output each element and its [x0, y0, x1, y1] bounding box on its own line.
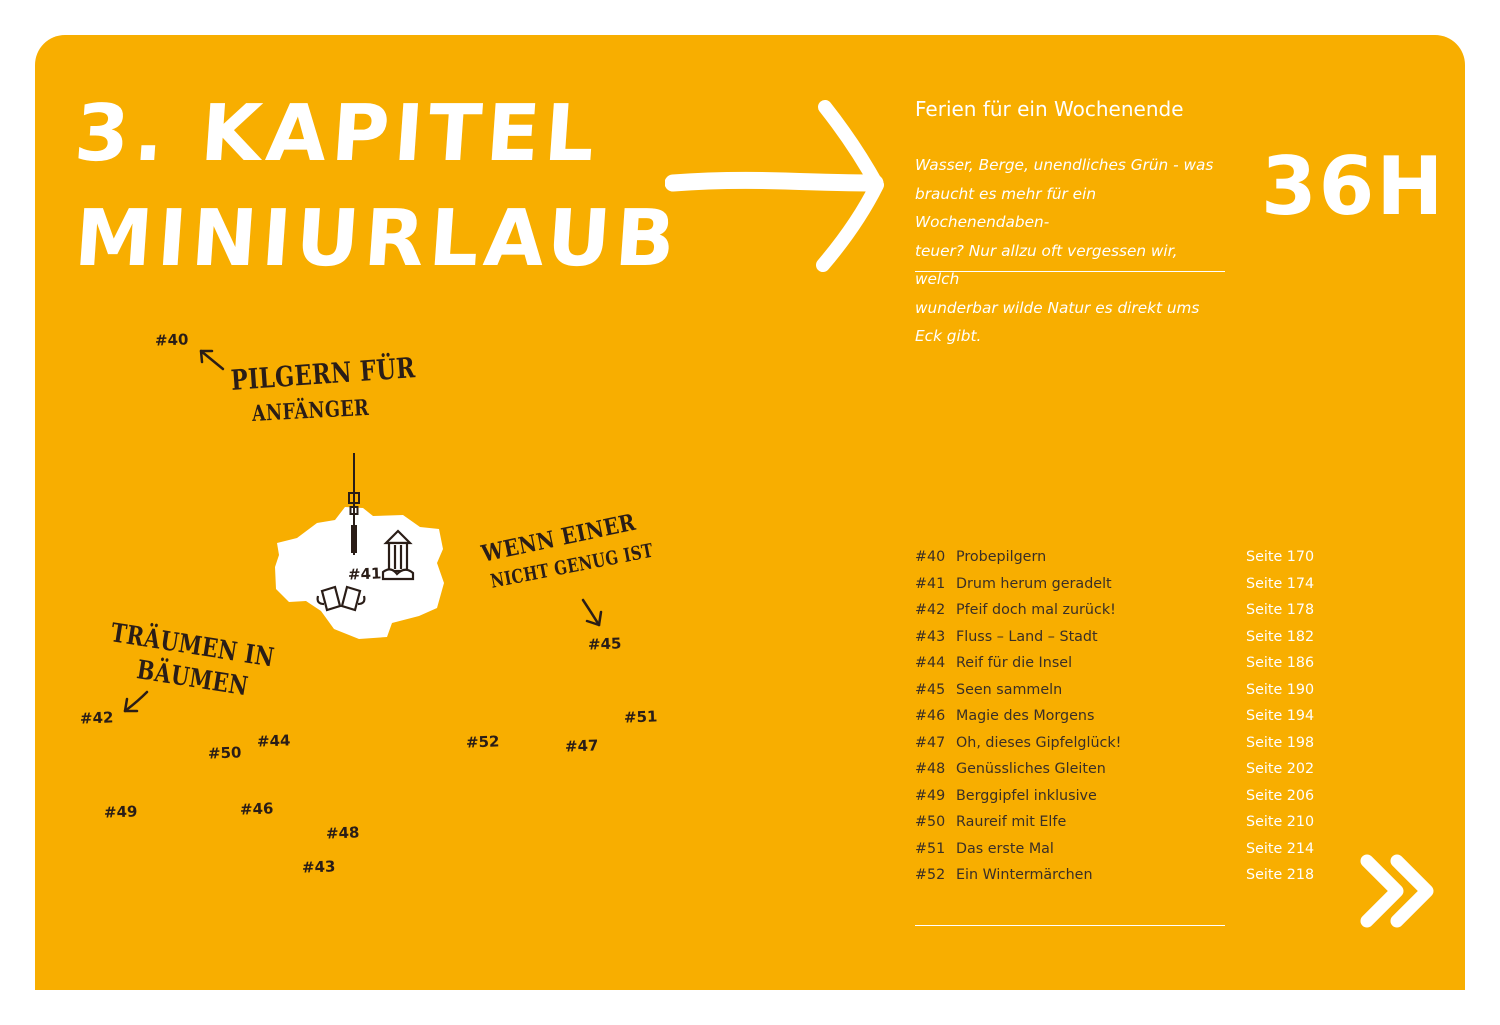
hours-badge: 36H — [1261, 140, 1446, 233]
toc-page: Seite 182 — [1246, 628, 1315, 645]
map-marker-44: #44 — [256, 731, 291, 751]
toc-number: #45 — [915, 681, 946, 698]
map-marker-52: #52 — [465, 732, 500, 752]
map-marker-40: #40 — [154, 330, 189, 350]
toc-title: Probepilgern — [956, 549, 1047, 566]
toc-number: #41 — [915, 575, 946, 592]
toc-title: Reif für die Insel — [956, 655, 1073, 672]
toc-page: Seite 186 — [1246, 655, 1315, 672]
toc-number: #50 — [915, 814, 946, 831]
toc-title: Ein Wintermärchen — [956, 867, 1093, 884]
intro-line: Wasser, Berge, unendliches Grün - was — [915, 156, 1214, 174]
toc-title: Pfeif doch mal zurück! — [956, 602, 1116, 619]
map-marker-48: #48 — [325, 823, 360, 843]
toc-number: #47 — [915, 734, 946, 751]
toc-title: Das erste Mal — [956, 840, 1054, 857]
intro-divider — [915, 271, 1225, 272]
chapter-subtitle: Ferien für ein Wochenende — [915, 97, 1184, 121]
annotation-arrow-icon — [581, 598, 603, 627]
map-marker-49: #49 — [103, 802, 138, 822]
toc-title: Raureif mit Elfe — [956, 814, 1067, 831]
toc-row[interactable]: #44 Reif für die Insel Seite 186 — [915, 650, 1315, 677]
toc-number: #52 — [915, 867, 946, 884]
toc-page: Seite 214 — [1246, 840, 1315, 857]
monument-icon — [381, 529, 415, 581]
toc-page: Seite 174 — [1246, 575, 1315, 592]
toc-title: Fluss – Land – Stadt — [956, 628, 1098, 645]
toc-title: Seen sammeln — [956, 681, 1063, 698]
toc-page: Seite 194 — [1246, 708, 1315, 725]
toc-row[interactable]: #41 Drum herum geradelt Seite 174 — [915, 571, 1315, 598]
toc-divider — [915, 925, 1225, 926]
map-marker-45: #45 — [587, 634, 622, 654]
map-marker-50: #50 — [207, 743, 242, 763]
toc-row[interactable]: #52 Ein Wintermärchen Seite 218 — [915, 862, 1315, 889]
toc-row[interactable]: #47 Oh, dieses Gipfelglück! Seite 198 — [915, 730, 1315, 757]
toc-row[interactable]: #46 Magie des Morgens Seite 194 — [915, 703, 1315, 730]
toc-page: Seite 190 — [1246, 681, 1315, 698]
toc-page: Seite 210 — [1246, 814, 1315, 831]
map-marker-46: #46 — [239, 799, 274, 819]
toc-row[interactable]: #42 Pfeif doch mal zurück! Seite 178 — [915, 597, 1315, 624]
toc-title: Berggipfel inklusive — [956, 787, 1097, 804]
toc-page: Seite 170 — [1246, 549, 1315, 566]
toc-page: Seite 178 — [1246, 602, 1315, 619]
toc-number: #51 — [915, 840, 946, 857]
toc-title: Drum herum geradelt — [956, 575, 1112, 592]
annotation-arrow-icon — [123, 690, 149, 713]
toc-number: #43 — [915, 628, 946, 645]
toc-page: Seite 218 — [1246, 867, 1315, 884]
toc-row[interactable]: #51 Das erste Mal Seite 214 — [915, 836, 1315, 863]
toc-row[interactable]: #43 Fluss – Land – Stadt Seite 182 — [915, 624, 1315, 651]
chapter-intro: Wasser, Berge, unendliches Grün - was br… — [915, 151, 1225, 351]
map-marker-47: #47 — [564, 736, 599, 756]
toc-row[interactable]: #49 Berggipfel inklusive Seite 206 — [915, 783, 1315, 810]
toc-number: #46 — [915, 708, 946, 725]
toc-title: Magie des Morgens — [956, 708, 1095, 725]
chapter-toc: #40 Probepilgern Seite 170 #41 Drum herum g… — [915, 544, 1315, 889]
map-marker-43: #43 — [301, 857, 336, 877]
toc-number: #42 — [915, 602, 946, 619]
toc-row[interactable]: #48 Genüssliches Gleiten Seite 202 — [915, 756, 1315, 783]
toc-page: Seite 202 — [1246, 761, 1315, 778]
intro-line: teuer? Nur allzu oft vergessen wir, welc… — [915, 241, 1178, 289]
toc-number: #49 — [915, 787, 946, 804]
tv-tower-icon — [348, 453, 360, 555]
intro-line: wunderbar wilde Natur es direkt ums Eck … — [915, 298, 1200, 346]
toc-row[interactable]: #50 Raureif mit Elfe Seite 210 — [915, 809, 1315, 836]
toc-number: #44 — [915, 655, 946, 672]
toc-title: Genüssliches Gleiten — [956, 761, 1106, 778]
double-chevron-right-icon[interactable] — [1357, 853, 1437, 933]
toc-title: Oh, dieses Gipfelglück! — [956, 734, 1122, 751]
toc-number: #48 — [915, 761, 946, 778]
toc-row[interactable]: #45 Seen sammeln Seite 190 — [915, 677, 1315, 704]
chapter-panel: 3. KAPITEL MINIURLAUB Ferien für ein Woc… — [35, 35, 1465, 990]
annotation-pilgern: ANFÄNGER — [251, 394, 370, 427]
annotation-arrow-icon — [199, 349, 225, 371]
right-arrow-icon — [665, 100, 884, 272]
map-marker-41: #41 — [347, 564, 382, 584]
region-map — [123, 349, 603, 713]
map-marker-42: #42 — [79, 708, 114, 728]
intro-line: braucht es mehr für ein Wochenendaben- — [915, 184, 1097, 232]
toc-page: Seite 206 — [1246, 787, 1315, 804]
map-marker-51: #51 — [623, 707, 658, 727]
toc-row[interactable]: #40 Probepilgern Seite 170 — [915, 544, 1315, 571]
beer-mugs-icon — [316, 585, 366, 612]
toc-page: Seite 198 — [1246, 734, 1315, 751]
toc-number: #40 — [915, 549, 946, 566]
